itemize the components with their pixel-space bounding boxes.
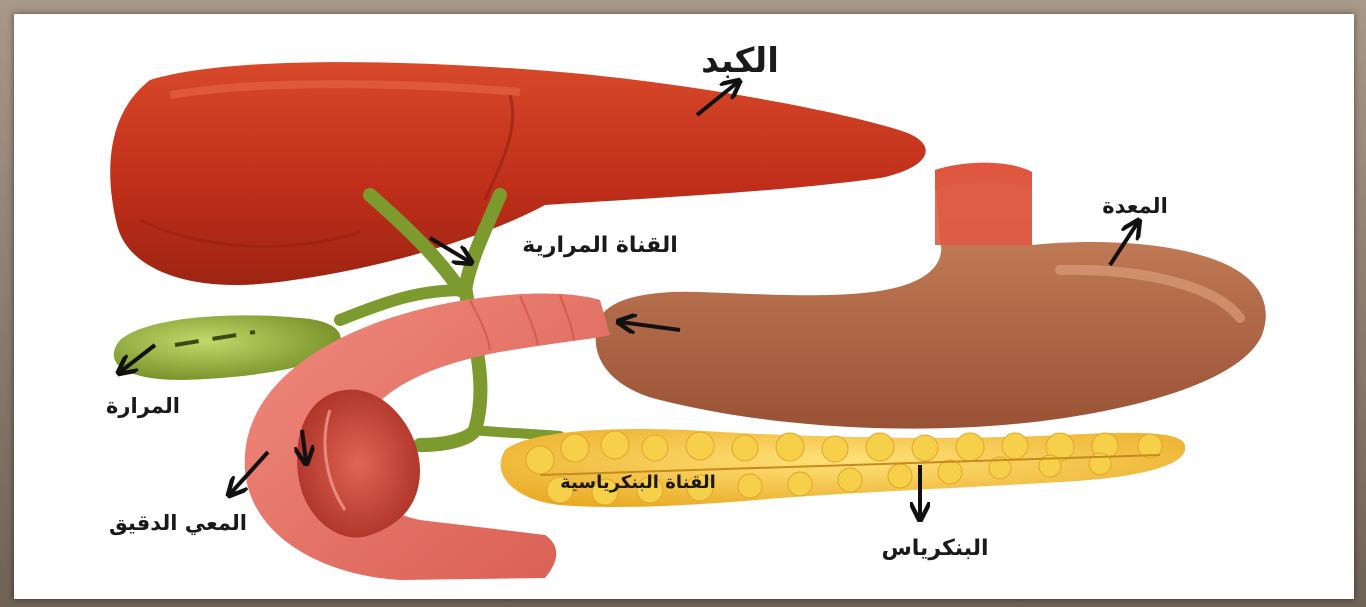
pancreas-organ (501, 429, 1186, 507)
liver-organ (110, 62, 926, 285)
label-stomach: المعدة (1102, 194, 1168, 218)
label-small-intestine: المعي الدقيق (109, 511, 247, 535)
label-bile-duct: القناة المرارية (522, 233, 678, 258)
label-gallbladder: المرارة (106, 394, 180, 418)
label-pancreatic-duct: القناة البنكرياسية (560, 472, 716, 493)
label-pancreas: البنكرياس (881, 536, 988, 561)
label-liver: الكبد (701, 41, 779, 81)
